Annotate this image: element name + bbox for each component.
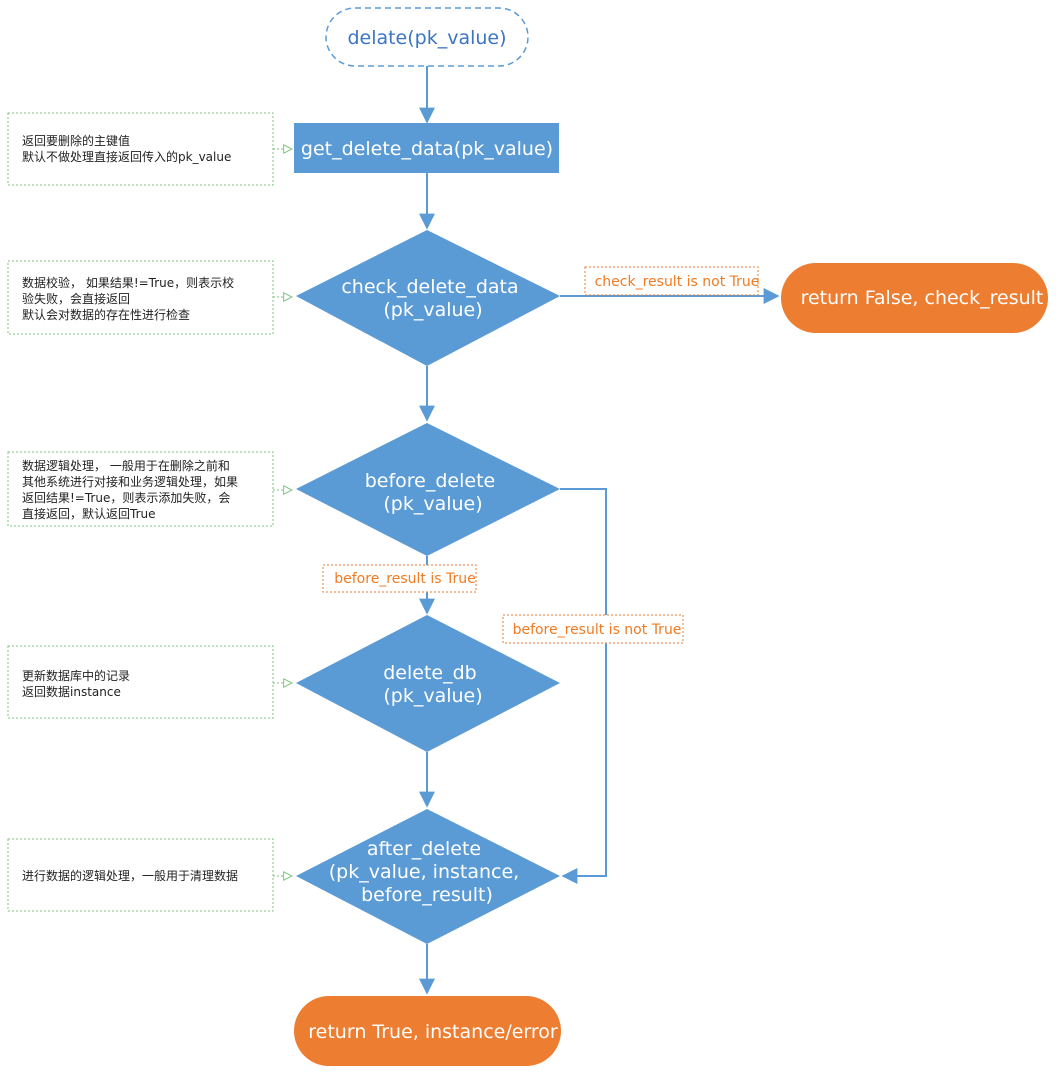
note-before-delete: 数据逻辑处理， 一般用于在删除之前和 其他系统进行对接和业务逻辑处理，如果 返回… bbox=[7, 451, 292, 527]
terminal-fail: return False, check_result bbox=[781, 263, 1048, 333]
note-text: 数据校验， 如果结果!=True，则表示校 验失败，会直接返回 默认会对数据的存… bbox=[22, 275, 238, 322]
note-line: 默认会对数据的存在性进行检查 bbox=[22, 307, 190, 322]
process-node-label: get_delete_data(pk_value) bbox=[301, 138, 553, 160]
decision-before-delete: before_delete (pk_value) bbox=[296, 423, 560, 556]
decision-label-line: delete_db bbox=[383, 662, 476, 684]
decision-label: after_delete (pk_value, instance, before… bbox=[329, 838, 526, 906]
condition-label: check_result is not True bbox=[595, 274, 760, 290]
terminal-fail-label: return False, check_result bbox=[801, 287, 1044, 309]
decision-label-line: (pk_value, instance, bbox=[329, 861, 519, 883]
start-node-label: delate(pk_value) bbox=[347, 27, 506, 49]
note-check-delete-data: 数据校验， 如果结果!=True，则表示校 验失败，会直接返回 默认会对数据的存… bbox=[7, 260, 292, 335]
note-get-delete-data: 返回要删除的主键值 默认不做处理直接返回传入的pk_value bbox=[7, 112, 292, 186]
note-line: 返回要删除的主键值 bbox=[22, 133, 130, 148]
condition-before-true: before_result is True bbox=[322, 564, 477, 593]
note-line: 返回结果!=True，则表示添加失败，会 bbox=[22, 490, 230, 505]
note-after-delete: 进行数据的逻辑处理，一般用于清理数据 bbox=[7, 838, 292, 912]
note-line: 验失败，会直接返回 bbox=[22, 291, 130, 306]
decision-label-line: (pk_value) bbox=[383, 493, 482, 515]
decision-label: before_delete (pk_value) bbox=[365, 470, 502, 515]
decision-label-line: (pk_value) bbox=[383, 685, 482, 707]
decision-label-line: (pk_value) bbox=[383, 299, 482, 321]
decision-after-delete: after_delete (pk_value, instance, before… bbox=[296, 809, 560, 944]
note-line: 其他系统进行对接和业务逻辑处理，如果 bbox=[22, 474, 238, 489]
note-line: 进行数据的逻辑处理，一般用于清理数据 bbox=[22, 868, 238, 883]
note-line: 数据逻辑处理， 一般用于在删除之前和 bbox=[22, 458, 230, 473]
terminal-end: return True, instance/error bbox=[294, 996, 561, 1066]
note-text: 返回要删除的主键值 默认不做处理直接返回传入的pk_value bbox=[22, 133, 231, 164]
decision-label-line: before_result) bbox=[361, 884, 493, 906]
note-line: 更新数据库中的记录 bbox=[22, 668, 130, 683]
condition-check-not-true: check_result is not True bbox=[584, 266, 760, 296]
condition-label: before_result is True bbox=[334, 571, 475, 587]
decision-label-line: before_delete bbox=[365, 470, 496, 492]
note-line: 默认不做处理直接返回传入的pk_value bbox=[22, 149, 231, 164]
decision-check-delete-data: check_delete_data (pk_value) bbox=[296, 230, 560, 366]
note-line: 数据校验， 如果结果!=True，则表示校 bbox=[22, 275, 234, 290]
note-text: 更新数据库中的记录 返回数据instance bbox=[22, 668, 134, 699]
connector-before-to-after bbox=[560, 488, 607, 884]
start-node: delate(pk_value) bbox=[325, 7, 529, 67]
decision-label: delete_db (pk_value) bbox=[383, 662, 483, 707]
decision-label-line: check_delete_data bbox=[341, 276, 518, 298]
condition-before-not-true: before_result is not True bbox=[502, 614, 684, 644]
note-text: 数据逻辑处理， 一般用于在删除之前和 其他系统进行对接和业务逻辑处理，如果 返回… bbox=[22, 458, 242, 521]
terminal-end-label: return True, instance/error bbox=[308, 1021, 558, 1043]
decision-label-line: after_delete bbox=[367, 838, 481, 860]
note-text: 进行数据的逻辑处理，一般用于清理数据 bbox=[22, 868, 238, 883]
process-node: get_delete_data(pk_value) bbox=[294, 123, 559, 173]
note-line: 直接返回，默认返回True bbox=[22, 506, 156, 521]
decision-delete-db: delete_db (pk_value) bbox=[296, 615, 560, 752]
note-line: 返回数据instance bbox=[22, 684, 121, 699]
note-delete-db: 更新数据库中的记录 返回数据instance bbox=[7, 645, 292, 719]
decision-label: check_delete_data (pk_value) bbox=[341, 276, 524, 321]
condition-label: before_result is not True bbox=[513, 622, 682, 638]
